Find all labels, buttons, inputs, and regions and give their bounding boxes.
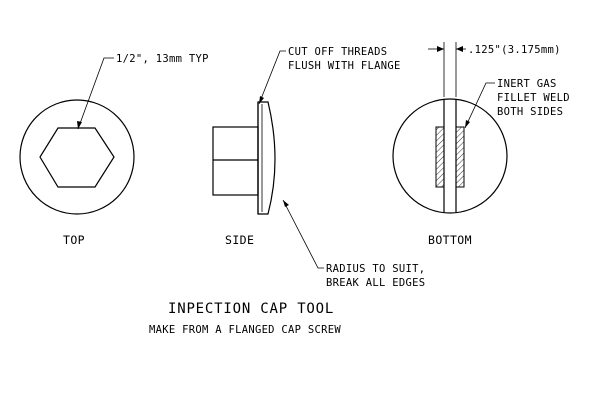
weld-callout-line1: INERT GAS bbox=[497, 78, 557, 90]
top-view: 1/2", 13mm TYP TOP bbox=[19, 53, 209, 247]
weld-callout-leader bbox=[464, 82, 495, 129]
weld-left bbox=[435, 126, 445, 188]
dimension-text: .125"(3.175mm) bbox=[468, 44, 561, 56]
side-bottom-callout-arrowhead bbox=[283, 200, 289, 207]
top-callout-arrowhead bbox=[77, 121, 82, 129]
bottom-view-label: BOTTOM bbox=[428, 233, 472, 247]
cap-body-outline bbox=[212, 126, 259, 196]
weld-callout-line2: FILLET WELD bbox=[497, 92, 570, 104]
side-top-callout-leader bbox=[258, 50, 286, 105]
side-top-callout-line1: CUT OFF THREADS bbox=[288, 46, 387, 58]
side-view: CUT OFF THREADS FLUSH WITH FLANGE RADIUS… bbox=[212, 46, 425, 289]
side-view-label: SIDE bbox=[225, 233, 254, 247]
top-callout-leader bbox=[77, 57, 114, 130]
top-view-outer-circle bbox=[19, 99, 135, 215]
bottom-view: .125"(3.175mm) INERT GAS FILLET WELD BOT… bbox=[392, 42, 570, 247]
weld-callout-line3: BOTH SIDES bbox=[497, 106, 563, 118]
side-top-callout-arrowhead bbox=[259, 96, 264, 104]
side-bottom-callout-leader bbox=[282, 199, 324, 269]
side-top-callout-line2: FLUSH WITH FLANGE bbox=[288, 60, 401, 72]
weld-callout-arrowhead bbox=[465, 120, 470, 128]
bottom-view-outer-circle bbox=[392, 98, 508, 214]
drawing-subtitle: MAKE FROM A FLANGED CAP SCREW bbox=[149, 324, 341, 336]
drawing-title: INPECTION CAP TOOL bbox=[168, 301, 334, 317]
top-view-label: TOP bbox=[63, 233, 85, 247]
weld-right bbox=[455, 126, 465, 188]
hex-head-outline bbox=[39, 127, 115, 188]
flange-outline bbox=[257, 101, 276, 215]
side-bottom-callout-line2: BREAK ALL EDGES bbox=[326, 277, 425, 289]
side-bottom-callout-line1: RADIUS TO SUIT, bbox=[326, 263, 425, 275]
top-callout-text: 1/2", 13mm TYP bbox=[116, 53, 209, 65]
dim-arrow-left bbox=[437, 46, 444, 52]
dim-arrow-right bbox=[456, 46, 463, 52]
